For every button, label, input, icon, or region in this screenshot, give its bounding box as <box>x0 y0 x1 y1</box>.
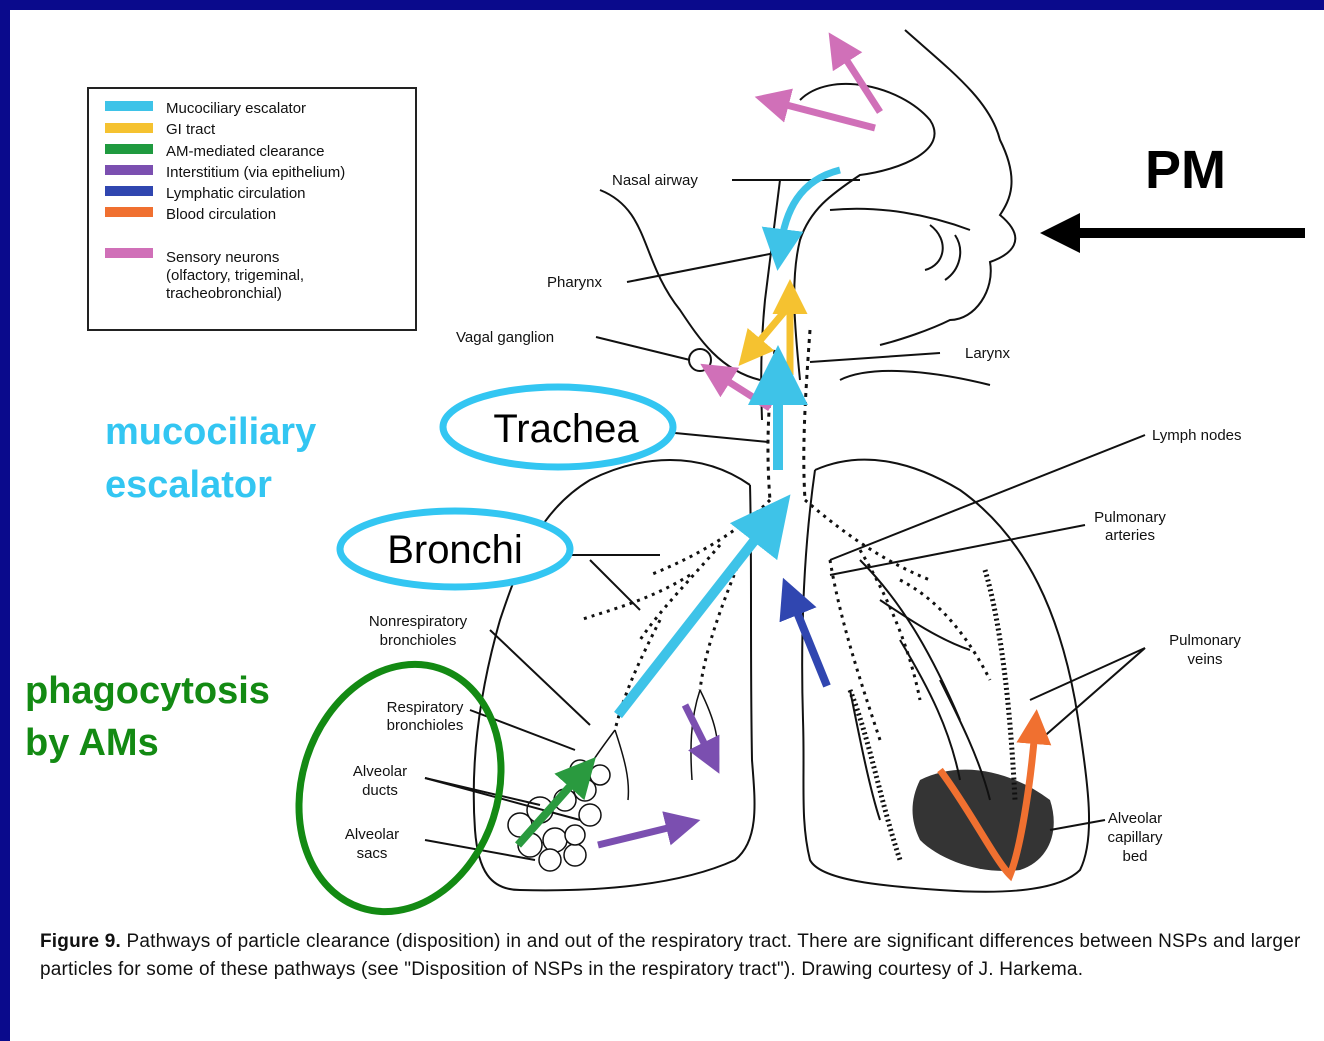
respiratory-clearance-diagram: Mucociliary escalator GI tract AM-mediat… <box>10 10 1324 1041</box>
label-larynx: Larynx <box>965 345 1011 362</box>
phagocytosis-label-1: phagocytosis <box>25 670 270 712</box>
label-nasal-airway: Nasal airway <box>612 172 698 189</box>
label-vagal-ganglion: Vagal ganglion <box>456 329 554 346</box>
mucociliary-label-2: escalator <box>105 464 272 506</box>
legend-swatch-gi <box>105 123 153 133</box>
label-pulmonary-veins-2: veins <box>1187 651 1222 668</box>
label-alveolar-sacs-1: Alveolar <box>345 826 399 843</box>
label-alveolar-sacs-2: sacs <box>357 845 388 862</box>
legend-swatch-am <box>105 144 153 154</box>
gi-arrow-left <box>752 305 790 350</box>
label-alveolar-ducts-2: ducts <box>362 782 398 799</box>
legend-label-am: AM-mediated clearance <box>166 143 324 160</box>
label-nonrespiratory-bronchioles-2: bronchioles <box>380 632 457 649</box>
alveolar-sacs-drawing <box>508 760 610 871</box>
label-pulmonary-veins-1: Pulmonary <box>1169 632 1241 649</box>
label-alveolar-capillary-bed-1: Alveolar <box>1108 810 1162 827</box>
label-alveolar-capillary-bed-2: capillary <box>1107 829 1163 846</box>
legend-label-sensory-3: tracheobronchial) <box>166 285 282 302</box>
sensory-arrow-up <box>840 50 880 112</box>
caption-text: Pathways of particle clearance (disposit… <box>40 931 1301 980</box>
bronchial-tree-right <box>805 500 990 740</box>
phagocytosis-label-2: by AMs <box>25 722 159 764</box>
legend-label-interstitium: Interstitium (via epithelium) <box>166 164 345 181</box>
bronchial-tree-left <box>580 500 770 730</box>
legend-swatch-lymphatic <box>105 186 153 196</box>
label-pharynx: Pharynx <box>547 274 603 291</box>
phagocytosis-oval <box>268 638 532 938</box>
pm-label: PM <box>1145 140 1226 200</box>
legend-label-blood: Blood circulation <box>166 206 276 223</box>
vagal-ganglion-node <box>689 349 711 371</box>
label-lymph-nodes: Lymph nodes <box>1152 427 1242 444</box>
bronchi-label: Bronchi <box>387 528 523 572</box>
interstitium-arrow-down <box>685 705 710 755</box>
legend-label-lymphatic: Lymphatic circulation <box>166 185 306 202</box>
interstitium-arrow-bottom <box>598 825 680 845</box>
legend-swatch-blood <box>105 207 153 217</box>
legend-swatch-interstitium <box>105 165 153 175</box>
label-respiratory-bronchioles-2: bronchioles <box>387 717 464 734</box>
slide: Mucociliary escalator GI tract AM-mediat… <box>10 10 1324 1041</box>
mucociliary-arrow-bronchi <box>618 518 772 715</box>
legend-label-sensory-1: Sensory neurons <box>166 249 279 266</box>
trachea-label: Trachea <box>493 407 639 451</box>
legend-label-sensory-2: (olfactory, trigeminal, <box>166 267 304 284</box>
legend-swatch-sensory <box>105 248 153 258</box>
sensory-arrow-left <box>775 102 875 128</box>
head-outline <box>600 30 1015 420</box>
legend: Mucociliary escalator GI tract AM-mediat… <box>88 88 416 330</box>
legend-label-mucociliary: Mucociliary escalator <box>166 100 306 117</box>
label-respiratory-bronchioles-1: Respiratory <box>387 699 464 716</box>
figure-caption: Figure 9. Pathways of particle clearance… <box>40 928 1324 984</box>
label-alveolar-ducts-1: Alveolar <box>353 763 407 780</box>
label-alveolar-capillary-bed-3: bed <box>1122 848 1147 865</box>
caption-lead: Figure 9. <box>40 931 121 952</box>
mucociliary-label-1: mucociliary <box>105 411 316 453</box>
label-pulmonary-arteries-2: arteries <box>1105 527 1155 544</box>
label-nonrespiratory-bronchioles-1: Nonrespiratory <box>369 613 468 630</box>
label-pulmonary-arteries-1: Pulmonary <box>1094 509 1166 526</box>
legend-swatch-mucociliary <box>105 101 153 111</box>
lymphatic-arrow <box>792 600 827 686</box>
legend-label-gi: GI tract <box>166 121 216 138</box>
